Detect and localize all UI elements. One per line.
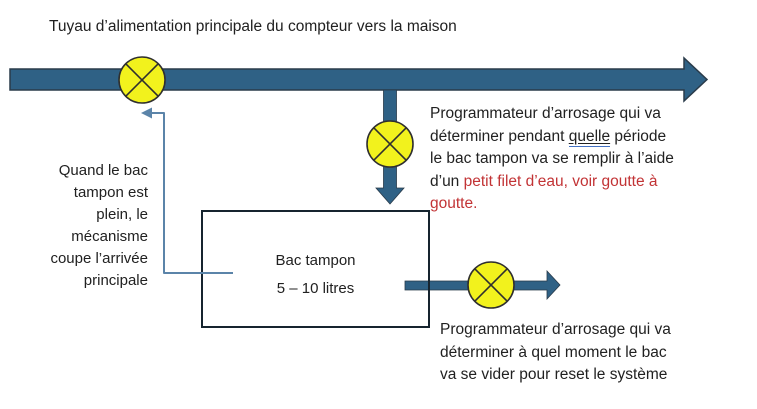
main-pipe-label: Tuyau d’alimentation principale du compt… <box>49 18 457 35</box>
feedback-arrowhead-icon <box>141 107 152 119</box>
feedback-connector-line <box>152 112 233 274</box>
fill-note-part1: Programmateur d’arrosage qui va détermin… <box>430 105 661 145</box>
fill-programmer-note: Programmateur d’arrosage qui va détermin… <box>430 103 725 216</box>
tank-capacity-label: 5 – 10 litres <box>276 279 355 297</box>
drain-valve-icon <box>467 261 515 309</box>
buffer-tank-box <box>201 210 430 328</box>
fill-valve-icon <box>366 120 414 168</box>
buffer-tank-labels: Bac tampon 5 – 10 litres <box>202 211 429 327</box>
drain-programmer-note: Programmateur d’arrosage qui va détermin… <box>440 321 671 383</box>
fill-note-underlined-word: quelle <box>568 127 611 147</box>
main-valve-icon <box>118 56 166 104</box>
fill-note-red-part: petit filet d’eau, voir goutte à goutte. <box>430 172 658 213</box>
main-pipe-arrow <box>9 56 709 103</box>
tank-name-label: Bac tampon <box>275 251 356 269</box>
fill-note-part2: période le bac tampon va se remplir à l’… <box>430 127 674 190</box>
cutoff-mechanism-note: Quand le bac tampon est plein, le mécani… <box>50 162 148 289</box>
